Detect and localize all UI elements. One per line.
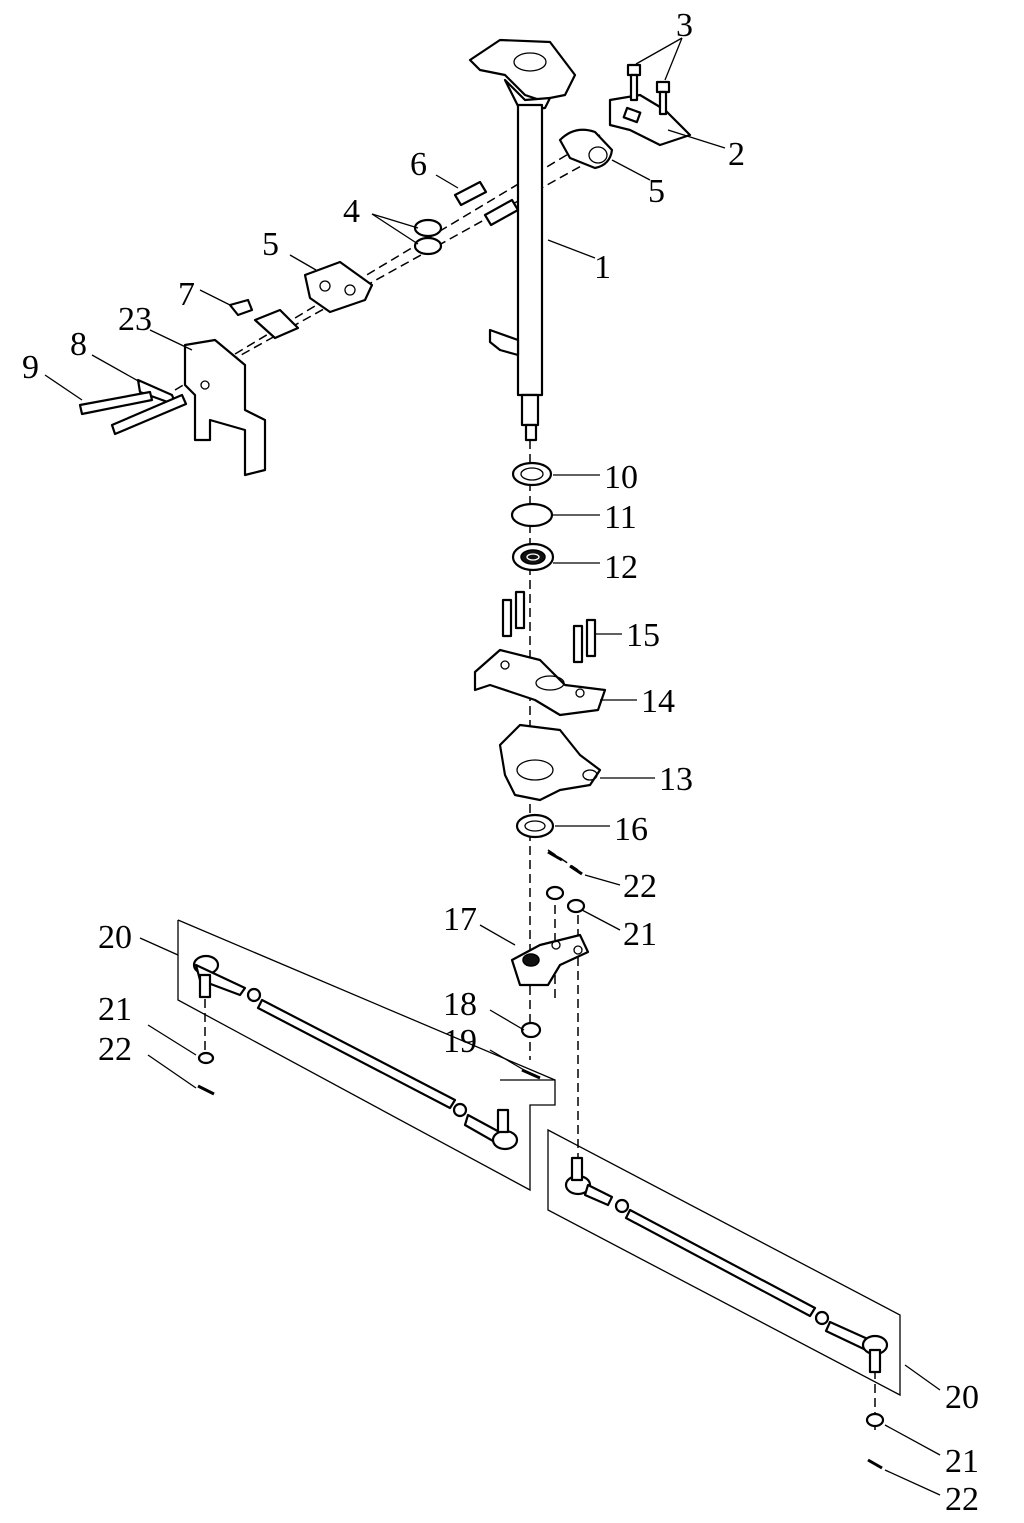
callout-21-left: 21: [98, 991, 132, 1028]
bolts-part-3: [626, 63, 671, 116]
callout-20-left: 20: [98, 919, 132, 956]
callout-23: 23: [118, 301, 152, 338]
steering-housing-part-13: [498, 723, 602, 802]
pitman-arm-part-17: [510, 933, 590, 987]
cotter-pins-upper: [547, 850, 583, 876]
callout-7: 7: [178, 276, 195, 313]
mounting-bracket-part-23: [183, 338, 267, 477]
bushing-lower-part: [303, 260, 374, 314]
o-rings-part-4: [413, 218, 443, 256]
callout-10: 10: [604, 459, 638, 496]
callout-12: 12: [604, 549, 638, 586]
callout-6: 6: [410, 146, 427, 183]
washer-bolts-part-8-9: [78, 378, 188, 436]
bracket-part: [608, 93, 692, 147]
washer-part-16: [515, 813, 555, 839]
callout-5-upper: 5: [648, 173, 665, 210]
bearing-stack-parts: [510, 461, 555, 572]
callout-22-right: 22: [945, 1481, 979, 1518]
callout-21-right: 21: [945, 1443, 979, 1480]
callout-19: 19: [443, 1023, 477, 1060]
steering-column-part: [468, 38, 577, 442]
callout-1: 1: [594, 249, 611, 286]
castle-nuts-upper: [545, 885, 586, 914]
spacers-part-6: [453, 180, 520, 227]
tie-rod-right-part-20: [547, 1128, 901, 1470]
tie-rod-left-part-20: [177, 919, 556, 1192]
leader-lines: [44, 37, 941, 1496]
callout-11: 11: [604, 499, 637, 536]
callout-16: 16: [614, 811, 648, 848]
callout-labels: 1 2 3 4 5 5 6 7 8 9 10 11 12 13 14 15 16…: [22, 7, 979, 1518]
callout-17: 17: [443, 901, 477, 938]
callout-22-left: 22: [98, 1031, 132, 1068]
bushing-upper-part: [558, 128, 614, 170]
cap-screws-part-15: [501, 590, 597, 664]
callout-3: 3: [676, 7, 693, 44]
plate-part-14: [473, 648, 607, 717]
callout-14: 14: [641, 683, 675, 720]
callout-2: 2: [728, 136, 745, 173]
callout-22-upper: 22: [623, 868, 657, 905]
callout-13: 13: [659, 761, 693, 798]
callout-15: 15: [626, 617, 660, 654]
nut-pin-parts-18-19: [520, 1021, 542, 1080]
callout-18: 18: [443, 986, 477, 1023]
plate-part-7: [228, 298, 300, 340]
callout-20-right: 20: [945, 1379, 979, 1416]
callout-21-upper: 21: [623, 916, 657, 953]
callout-9: 9: [22, 349, 39, 386]
callout-8: 8: [70, 326, 87, 363]
callout-5-lower: 5: [262, 226, 279, 263]
callout-4: 4: [343, 193, 360, 230]
